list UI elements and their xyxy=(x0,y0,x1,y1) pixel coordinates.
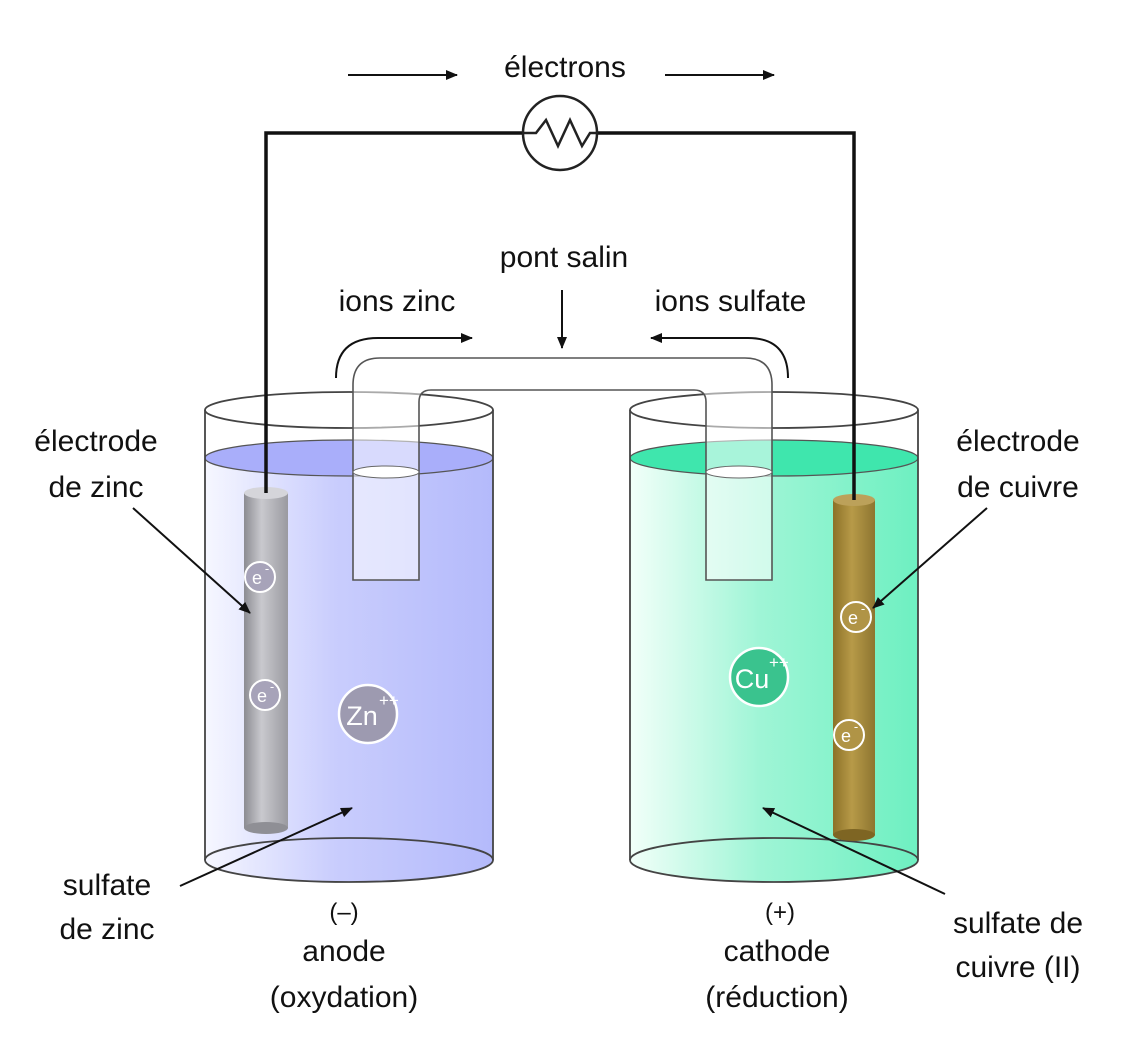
sulfate-ions-label: ions sulfate xyxy=(654,285,807,318)
zinc-ion: Zn ++ xyxy=(337,683,399,745)
electron-charge: - xyxy=(861,601,865,616)
anode-label: anode xyxy=(302,935,386,968)
copper-electrode-pointer xyxy=(872,507,988,609)
copper-ion: Cu ++ xyxy=(728,646,790,708)
copper-sulfate-pointer xyxy=(762,807,946,895)
electron-symbol: e xyxy=(252,568,262,588)
zinc-electrode-rod xyxy=(244,493,288,828)
copper-electrode-label-line2: de cuivre xyxy=(957,471,1079,504)
zinc-ion-charge: ++ xyxy=(379,691,399,710)
zinc-ions-label: ions zinc xyxy=(338,285,456,318)
electrons-label: électrons xyxy=(504,51,626,84)
wire-left xyxy=(264,131,522,493)
arrows xyxy=(132,70,988,895)
copper-beaker xyxy=(629,391,919,883)
electron-zinc-1: e - xyxy=(244,561,276,593)
cathode-sign: (+) xyxy=(765,899,795,926)
zinc-electrode-pointer xyxy=(132,507,251,614)
wire-right xyxy=(598,131,856,500)
anode-sign: (–) xyxy=(329,899,359,926)
electron-symbol: e xyxy=(848,608,858,628)
zinc-ion-symbol: Zn xyxy=(346,701,378,731)
electron-charge: - xyxy=(854,719,858,734)
zinc-electrode-label-line2: de zinc xyxy=(48,471,144,504)
copper-solution-surface xyxy=(629,439,919,477)
salt-bridge xyxy=(352,357,773,581)
electron-copper-1: e - xyxy=(840,601,872,633)
zinc-sulfate-pointer xyxy=(179,807,353,887)
electron-charge: - xyxy=(265,561,269,576)
cathode-process-label: (réduction) xyxy=(705,981,849,1014)
electron-symbol: e xyxy=(257,686,267,706)
copper-sulfate-label-line2: cuivre (II) xyxy=(955,951,1081,984)
cathode-label: cathode xyxy=(723,935,831,968)
electron-copper-2: e - xyxy=(833,719,865,751)
zinc-electrode-label-line1: électrode xyxy=(34,425,158,458)
electron-charge: - xyxy=(270,679,274,694)
anode-process-label: (oxydation) xyxy=(269,981,419,1014)
zinc-solution-surface xyxy=(204,439,494,477)
electron-zinc-2: e - xyxy=(249,679,281,711)
copper-electrode-label-line1: électrode xyxy=(956,425,1080,458)
external-circuit xyxy=(264,94,856,500)
zinc-ions-arrow xyxy=(335,333,473,379)
salt-bridge-label: pont salin xyxy=(499,241,629,274)
zinc-sulfate-label-line1: sulfate xyxy=(62,869,152,902)
copper-electrode-rod xyxy=(833,500,875,835)
copper-beaker-bottom xyxy=(629,837,919,883)
copper-ion-symbol: Cu xyxy=(735,664,770,694)
salt-bridge-tube xyxy=(352,357,773,581)
copper-ion-charge: ++ xyxy=(769,653,789,672)
sulfate-ions-arrow xyxy=(650,333,789,379)
electron-symbol: e xyxy=(841,726,851,746)
zinc-beaker-bottom xyxy=(204,837,494,883)
zinc-beaker-rim xyxy=(204,391,494,429)
copper-beaker-rim xyxy=(629,391,919,429)
zinc-sulfate-label-line2: de zinc xyxy=(59,913,155,946)
copper-sulfate-label-line1: sulfate de xyxy=(952,907,1084,940)
